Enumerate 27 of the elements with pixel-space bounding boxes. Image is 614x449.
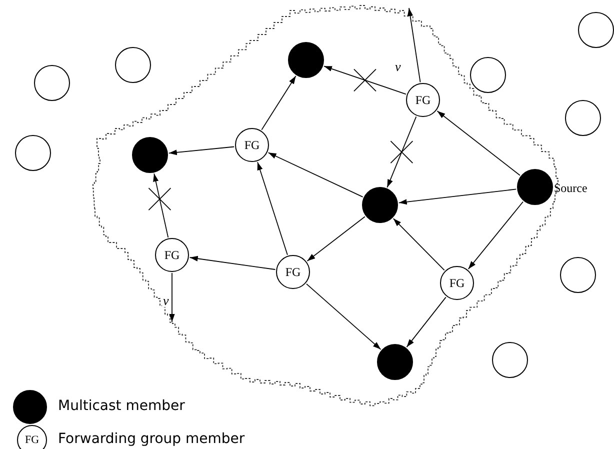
node-circle — [578, 12, 614, 48]
legend-label: Multicast member — [58, 399, 185, 413]
node-circle — [34, 65, 70, 101]
forwarding-group-node — [235, 128, 269, 162]
multicast-member-node — [132, 137, 168, 173]
node-circle — [565, 100, 601, 136]
node-circle — [470, 57, 506, 93]
forwarding-group-node — [276, 255, 310, 289]
legend-symbol-label: FG — [24, 434, 40, 446]
forwarding-group-node — [406, 83, 440, 117]
node-label: FG — [285, 266, 301, 278]
node-label: FG — [415, 94, 431, 106]
multicast-member-node — [362, 187, 398, 223]
forwarding-group-node — [155, 238, 189, 272]
multicast-member-node — [377, 344, 413, 380]
multicast-member-node — [288, 42, 324, 78]
node-caption: Source — [554, 181, 588, 196]
node-circle — [492, 342, 528, 378]
node-label: FG — [244, 139, 260, 151]
node-circle — [15, 135, 51, 171]
multicast-member-node — [517, 169, 553, 205]
node-label: FG — [164, 249, 180, 261]
forwarding-group-node — [440, 266, 474, 300]
node-circle — [560, 257, 596, 293]
node-circle — [115, 47, 151, 83]
legend-label: Forwarding group member — [58, 432, 245, 446]
node-label: FG — [449, 277, 465, 289]
